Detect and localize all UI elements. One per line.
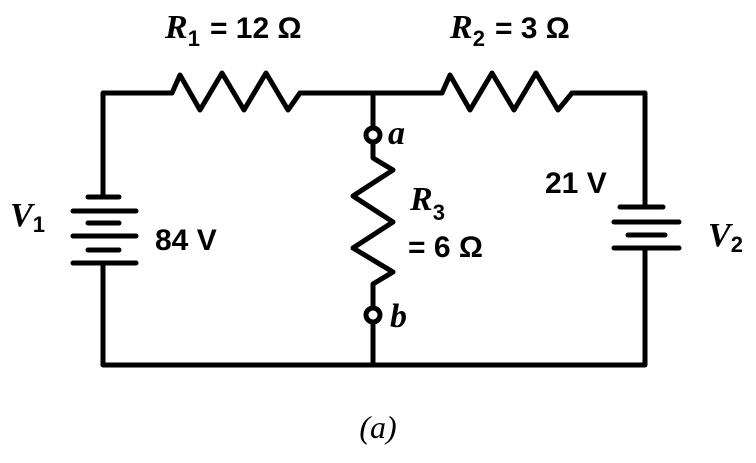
- resistor-r2: [439, 70, 575, 113]
- r3-value: = 6 Ω: [408, 231, 483, 264]
- wire-left: [100, 90, 175, 200]
- r3-symbol: R3: [409, 181, 445, 225]
- v1-value: 84 V: [155, 224, 217, 257]
- battery-v1: [70, 194, 139, 266]
- v2-value: 21 V: [545, 167, 607, 200]
- v1-symbol: V1: [10, 197, 45, 237]
- wire-right: [569, 90, 648, 210]
- r1-label: R1= 12 Ω: [164, 9, 302, 51]
- battery-v2: [611, 204, 682, 251]
- figure-caption: (a): [359, 409, 396, 445]
- resistor-r1: [169, 70, 303, 113]
- resistor-r3: [350, 139, 396, 311]
- terminal-b-label: b: [390, 298, 407, 335]
- terminal-a-label: a: [388, 115, 405, 152]
- r2-label: R2= 3 Ω: [449, 9, 570, 51]
- v2-symbol: V2: [708, 217, 743, 257]
